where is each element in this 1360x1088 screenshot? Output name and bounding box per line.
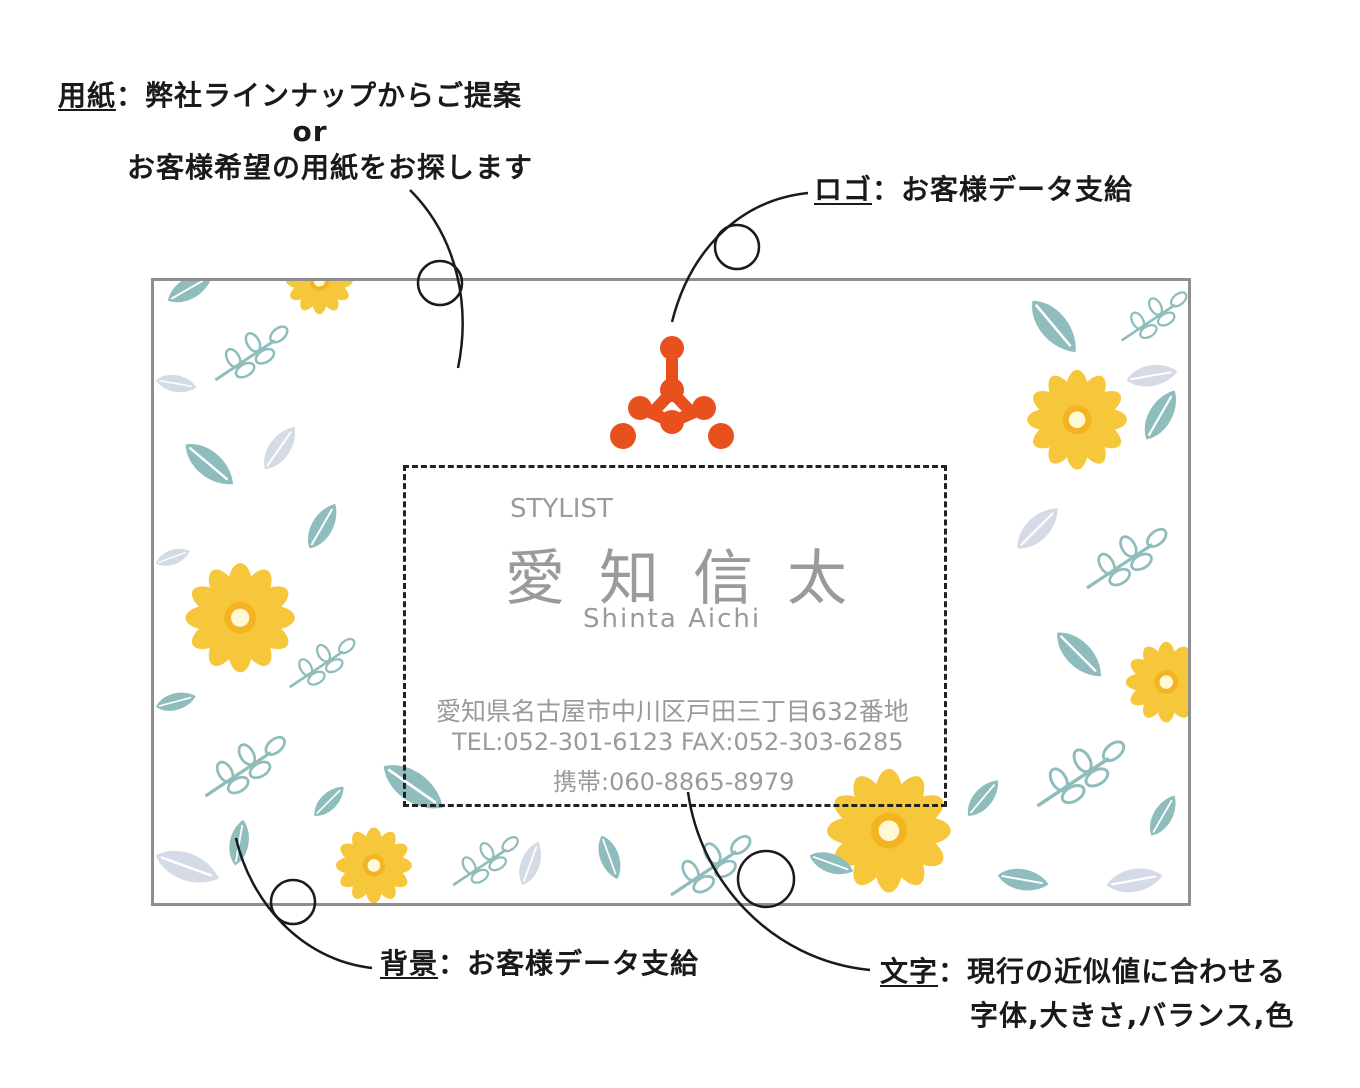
card-name: 愛知信太 (505, 544, 881, 614)
leader-logo-loop (713, 223, 761, 271)
annotation-text-sep: ： (938, 955, 968, 988)
company-logo (610, 336, 734, 449)
card-address: 愛知県名古屋市中川区戸田三丁目632番地 (436, 697, 909, 726)
card-title: STYLIST (510, 494, 613, 524)
annotation-background-sep: ： (438, 947, 468, 980)
text-area-frame (403, 465, 947, 807)
annotation-background: 背景：お客様データ支給 (380, 946, 699, 982)
annotation-paper: 用紙：弊社ラインナップからご提案 or お客様希望の用紙をお探します (30, 78, 550, 186)
annotation-logo-sep: ： (872, 173, 902, 206)
annotation-text: 文字：現行の近似値に合わせる 字体,大きさ,バランス,色 (880, 954, 1294, 1034)
annotation-logo-key: ロゴ (814, 173, 873, 206)
annotation-paper-or: or (292, 115, 328, 148)
annotation-text-key: 文字 (880, 955, 939, 988)
annotation-background-key: 背景 (380, 947, 439, 980)
annotation-paper-sep: ： (115, 79, 145, 112)
annotation-background-text: お客様データ支給 (467, 947, 700, 980)
annotation-text-line1: 現行の近似値に合わせる (967, 955, 1287, 988)
card-mobile: 携帯:060-8865-8979 (553, 768, 795, 796)
card-name-roman: Shinta Aichi (583, 604, 762, 634)
annotation-logo-text: お客様データ支給 (901, 173, 1134, 206)
annotation-text-line2: 字体,大きさ,バランス,色 (970, 999, 1295, 1032)
card-tel-fax: TEL:052-301-6123 FAX:052-303-6285 (452, 728, 904, 756)
annotation-logo: ロゴ：お客様データ支給 (814, 172, 1133, 208)
annotation-paper-line3: お客様希望の用紙をお探します (126, 151, 533, 184)
annotation-paper-key: 用紙 (57, 79, 116, 112)
annotation-paper-line1: 弊社ラインナップからご提案 (145, 79, 523, 112)
